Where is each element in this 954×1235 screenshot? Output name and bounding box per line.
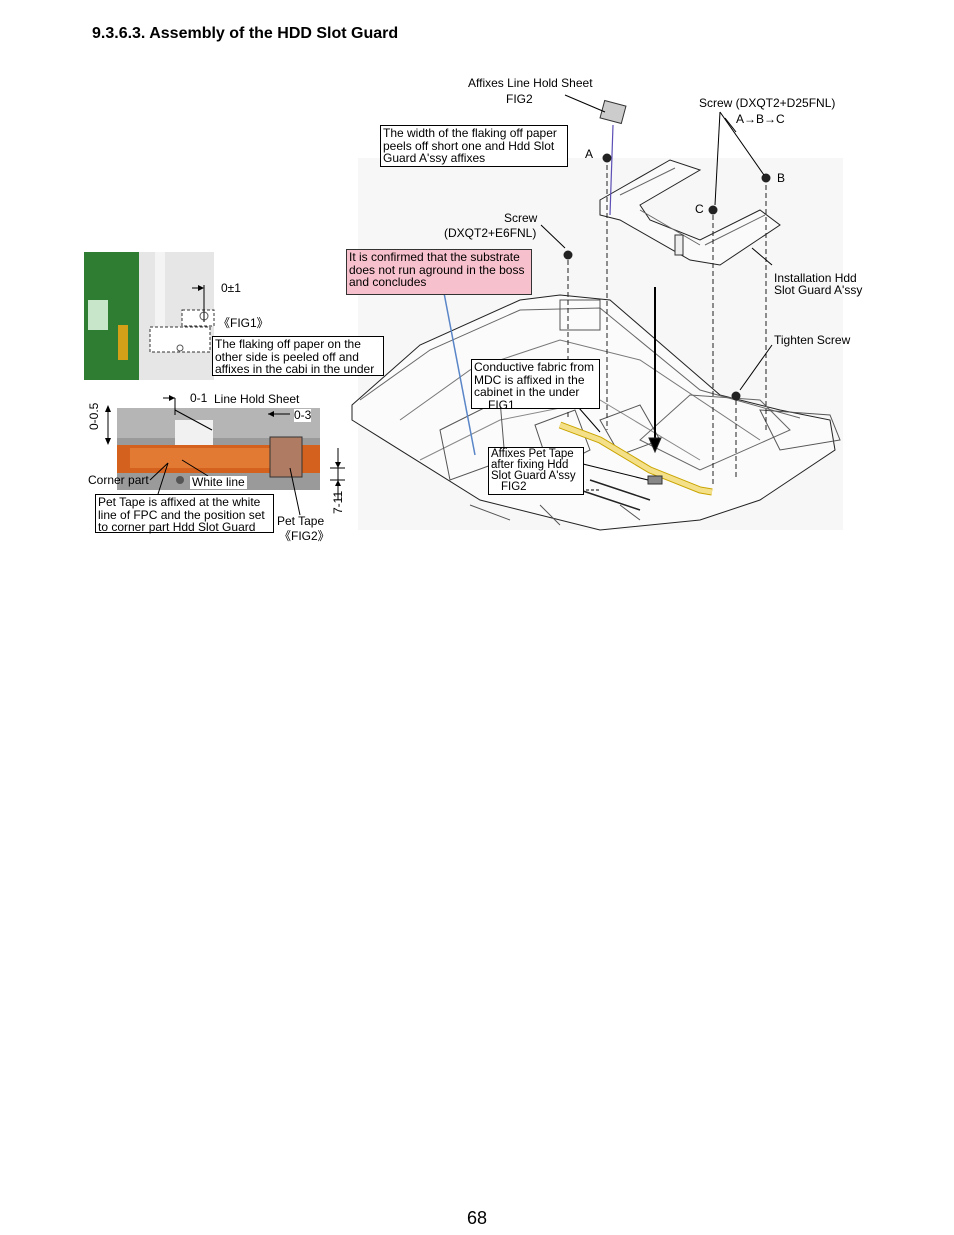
dim-0-3-label: 0-3 [294,408,312,422]
installation-label-1: Installation Hdd [774,271,857,285]
corner-part-label: Corner part [88,473,149,487]
dim-7-11-label: 7-11 [331,490,345,514]
dim-0-05-label: 0-0.5 [87,402,101,430]
pet-tape-label: Pet Tape [277,514,325,528]
point-a-label: A [585,147,594,161]
section-title: 9.3.6.3. Assembly of the HDD Slot Guard [92,25,399,42]
callout-affixes-pet-tape: Affixes Pet Tape after fixing Hdd Slot G… [488,447,584,495]
installation-label-2: Slot Guard A'ssy [774,283,863,297]
callout-flaking-other-side: The flaking off paper on the other side … [212,336,384,376]
screw-order-label: A→B→C [736,112,785,126]
fig1-reference: 《FIG1》 [218,316,269,330]
callout-conductive-fabric: Conductive fabric from MDC is affixed in… [471,359,600,412]
screw-top-label: Screw (DXQT2+D25FNL) [699,96,836,110]
affixes-line-hold-sheet-label: Affixes Line Hold Sheet [468,76,593,90]
screw-mid-label: Screw [504,211,538,225]
fig2-reference-top: FIG2 [506,92,533,106]
callout-substrate-confirm: It is confirmed that the substrate does … [346,249,532,295]
fig2-photo [105,395,345,516]
point-c-label: C [695,202,704,216]
line-hold-sheet-label: Line Hold Sheet [214,392,300,406]
page-number: 68 [466,1208,488,1228]
fig1-photo [84,252,215,380]
callout-affixes-pet-tape-text: Affixes Pet Tape after fixing Hdd Slot G… [491,448,576,482]
point-b-label: B [777,171,786,185]
callout-conductive-fabric-fig: FIG1 [488,397,515,412]
callout-affixes-pet-tape-fig: FIG2 [501,481,527,493]
fig2-reference: 《FIG2》 [279,529,330,543]
white-line-label: White line [190,475,247,489]
callout-conductive-fabric-text: Conductive fabric from MDC is affixed in… [474,360,595,399]
callout-pet-tape-white-line: Pet Tape is affixed at the white line of… [95,494,274,533]
tighten-screw-label: Tighten Screw [774,333,851,347]
screw-mid-part-label: (DXQT2+E6FNL) [444,226,537,240]
callout-flaking-width: The width of the flaking off paper peels… [380,125,568,167]
dim-0-1-label: 0-1 [190,391,208,405]
main-diagram [351,94,843,531]
dim-0-1-pm-label: 0±1 [221,281,241,295]
